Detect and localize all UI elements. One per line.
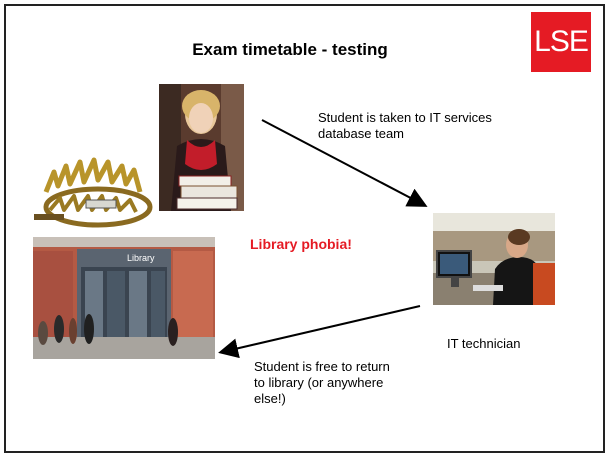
it-technician-photo: [433, 213, 555, 305]
library-phobia-label: Library phobia!: [250, 236, 352, 252]
caption-student-taken: Student is taken to IT services database…: [318, 110, 492, 141]
caption-student-free: Student is free to return to library (or…: [254, 359, 390, 406]
student-photo: [159, 84, 244, 211]
slide-frame: [4, 4, 605, 453]
slide-title: Exam timetable - testing: [192, 40, 388, 59]
arrow-back-to-library: [218, 305, 421, 359]
arrow-to-it-services: [261, 119, 428, 207]
library-photo: Library: [33, 237, 215, 359]
library-sign-text: Library: [127, 253, 155, 263]
caption-it-technician: IT technician: [447, 336, 521, 351]
lse-logo: LSE: [531, 12, 591, 72]
bear-trap-image: [28, 152, 158, 234]
